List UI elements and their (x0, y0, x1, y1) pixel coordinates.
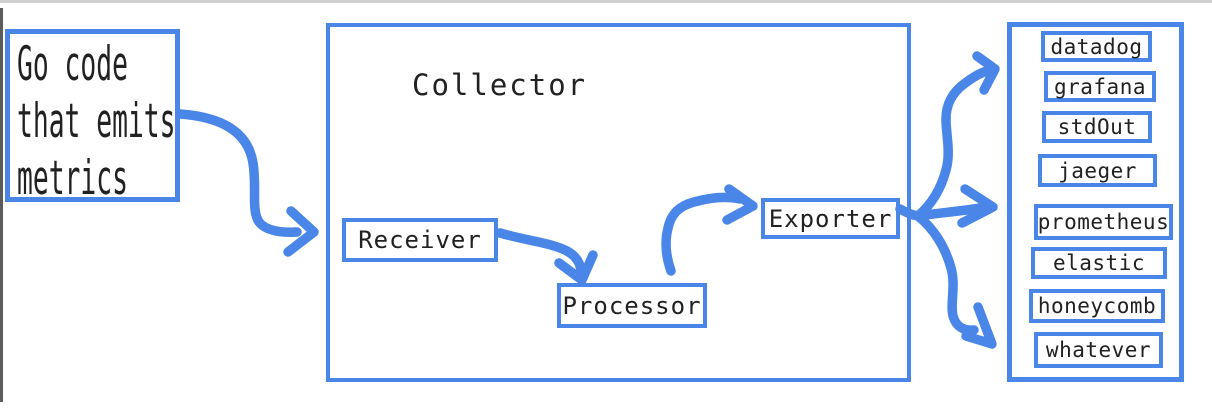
arrow-exporter-fanout (895, 51, 1000, 349)
node-sink-grafana: grafana (1044, 71, 1156, 102)
exporter-label: Exporter (768, 204, 893, 233)
processor-label: Processor (562, 291, 702, 320)
sink-label: jaeger (1058, 158, 1137, 183)
top-border-line (0, 0, 1212, 3)
sink-label: grafana (1053, 74, 1146, 99)
arrow-to-sinks-top-line (913, 66, 992, 221)
arrow-to-sinks-bottom-head (961, 302, 997, 349)
source-text: Go code that emits metrics (17, 36, 175, 207)
node-sink-honeycomb: honeycomb (1029, 289, 1165, 323)
collector-title: Collector (412, 68, 588, 102)
node-exporter: Exporter (761, 198, 900, 239)
node-source: Go code that emits metrics (5, 29, 180, 206)
sink-label: stdOut (1057, 115, 1137, 139)
node-sink-elastic: elastic (1031, 247, 1167, 279)
node-receiver: Receiver (342, 218, 498, 262)
node-sink-prometheus: prometheus (1034, 204, 1173, 240)
arrow-to-sinks-middle-line (913, 203, 986, 221)
sink-label: prometheus (1037, 210, 1170, 234)
receiver-label: Receiver (358, 226, 482, 254)
node-sink-datadog: datadog (1041, 31, 1152, 62)
arrow-to-sinks-bottom-line (913, 211, 979, 335)
node-sink-jaeger: jaeger (1038, 154, 1157, 187)
sink-label: whatever (1045, 338, 1152, 362)
node-processor: Processor (557, 283, 707, 328)
node-sink-stdout: stdOut (1042, 111, 1152, 143)
left-border-line (0, 8, 3, 402)
arrow-to-sinks-middle-head (957, 184, 998, 228)
sink-label: honeycomb (1037, 294, 1157, 318)
source-line-1: Go code (17, 37, 128, 92)
node-sink-whatever: whatever (1034, 332, 1163, 368)
sink-label: datadog (1050, 34, 1143, 59)
arrow-source-to-receiver-line (175, 109, 302, 237)
arrow-source-to-receiver-head (283, 206, 319, 257)
source-line-2: that emits (17, 94, 176, 149)
source-line-3: metrics (17, 151, 128, 206)
arrow-to-sinks-top-head (972, 51, 1000, 95)
sink-label: elastic (1052, 251, 1145, 275)
arrow-source-to-receiver (175, 109, 319, 257)
